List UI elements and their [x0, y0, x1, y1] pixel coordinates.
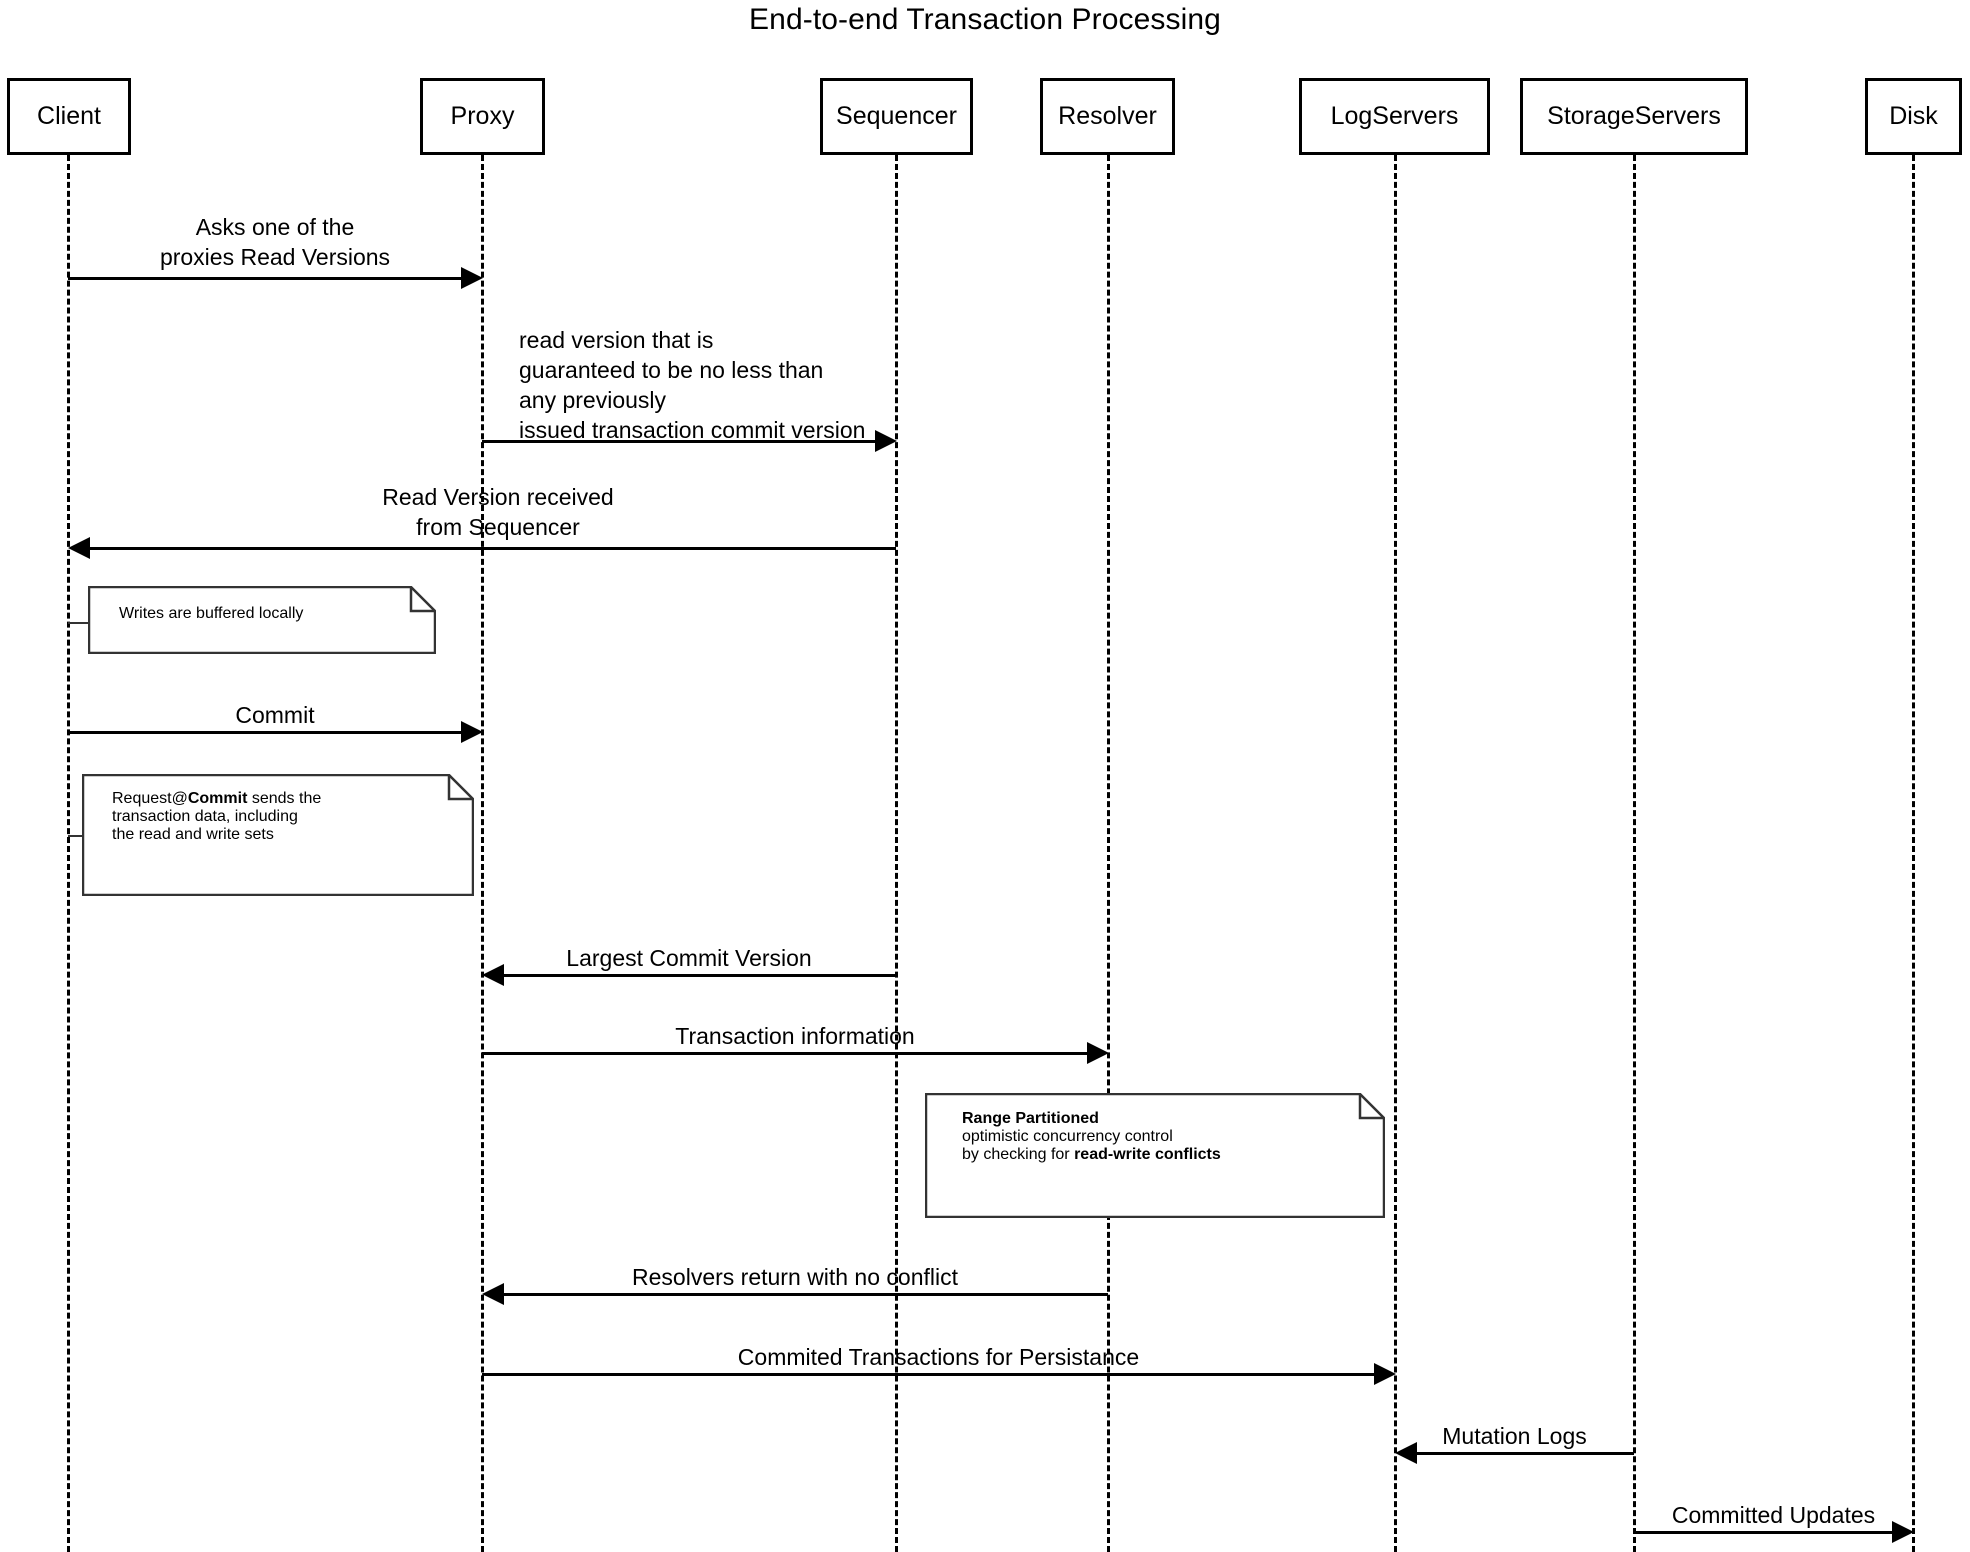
- message-label-mutation-logs: Mutation Logs: [1442, 1423, 1587, 1449]
- arrowhead-right-icon: [1892, 1521, 1914, 1543]
- message-label-read-version-guarantee: read version that is guaranteed to be no…: [519, 327, 866, 443]
- message-label-commit: Commit: [235, 702, 315, 728]
- participant-label: Client: [37, 102, 101, 130]
- participant-label: StorageServers: [1547, 102, 1721, 130]
- message-label-transaction-information: Transaction information: [675, 1023, 915, 1049]
- participant-box-storageservers[interactable]: StorageServers: [1520, 78, 1748, 155]
- arrowhead-right-icon: [461, 267, 483, 289]
- arrowhead-right-icon: [875, 430, 897, 452]
- note-connector-stub: [68, 835, 92, 837]
- note-line-2: optimistic concurrency control: [962, 1128, 1173, 1145]
- page-title: End-to-end Transaction Processing: [749, 3, 1221, 36]
- message-line-commit: [68, 731, 468, 734]
- arrowhead-left-icon: [1395, 1442, 1417, 1464]
- message-line-read-version-received: [88, 547, 896, 550]
- lifeline-proxy: [481, 155, 484, 1552]
- note-writes-buffered-locally: Writes are buffered locally: [87, 585, 437, 655]
- note-shape: [87, 585, 437, 655]
- lifeline-disk: [1912, 155, 1915, 1552]
- note-emphasis: Range Partitioned: [962, 1110, 1099, 1127]
- note-line-1: Request@Commit sends the: [112, 790, 322, 807]
- message-line-resolvers-return: [502, 1293, 1108, 1296]
- message-label-largest-commit-version: Largest Commit Version: [566, 945, 812, 971]
- message-label-resolvers-return: Resolvers return with no conflict: [632, 1264, 958, 1290]
- note-text: Writes are buffered locally: [119, 605, 304, 622]
- participant-label: Resolver: [1058, 102, 1157, 130]
- lifeline-logservers: [1394, 155, 1397, 1552]
- message-label-read-version-received: Read Version received from Sequencer: [382, 484, 614, 540]
- message-label-commited-transactions: Commited Transactions for Persistance: [737, 1344, 1140, 1370]
- note-shape: [924, 1092, 1386, 1219]
- note-line-2: transaction data, including: [112, 808, 298, 825]
- message-label-asks-read-versions: Asks one of the proxies Read Versions: [159, 214, 391, 270]
- participant-label: Disk: [1889, 102, 1938, 130]
- message-line-mutation-logs: [1415, 1452, 1634, 1455]
- note-emphasis: Commit: [187, 790, 248, 807]
- message-line-transaction-information: [482, 1052, 1095, 1055]
- arrowhead-right-icon: [1374, 1363, 1396, 1385]
- message-line-committed-updates: [1634, 1531, 1899, 1534]
- lifeline-storageservers: [1633, 155, 1636, 1552]
- participant-label: Proxy: [450, 102, 515, 130]
- note-shape: [81, 773, 475, 897]
- arrowhead-right-icon: [461, 721, 483, 743]
- participant-box-sequencer[interactable]: Sequencer: [820, 78, 973, 155]
- note-connector-stub: [68, 622, 90, 624]
- lifeline-sequencer: [895, 155, 898, 1552]
- message-label-committed-updates: Committed Updates: [1671, 1502, 1876, 1528]
- participant-label: Sequencer: [836, 102, 957, 130]
- note-line-3: the read and write sets: [112, 826, 274, 843]
- arrowhead-right-icon: [1087, 1042, 1109, 1064]
- participant-box-proxy[interactable]: Proxy: [420, 78, 545, 155]
- arrowhead-left-icon: [68, 537, 90, 559]
- lifeline-resolver: [1107, 155, 1110, 1552]
- participant-box-disk[interactable]: Disk: [1865, 78, 1962, 155]
- arrowhead-left-icon: [482, 964, 504, 986]
- arrowhead-left-icon: [482, 1283, 504, 1305]
- message-line-largest-commit-version: [502, 974, 896, 977]
- participant-box-logservers[interactable]: LogServers: [1299, 78, 1490, 155]
- participant-box-resolver[interactable]: Resolver: [1040, 78, 1175, 155]
- message-line-commited-transactions: [482, 1373, 1382, 1376]
- participant-label: LogServers: [1330, 102, 1459, 130]
- message-line-read-version-guarantee: [482, 440, 882, 443]
- participant-box-client[interactable]: Client: [7, 78, 131, 155]
- lifeline-client: [67, 155, 70, 1552]
- note-line-3: by checking for read-write conflicts: [962, 1146, 1221, 1163]
- message-line-asks-read-versions: [68, 277, 468, 280]
- note-emphasis: read-write conflicts: [1074, 1146, 1221, 1163]
